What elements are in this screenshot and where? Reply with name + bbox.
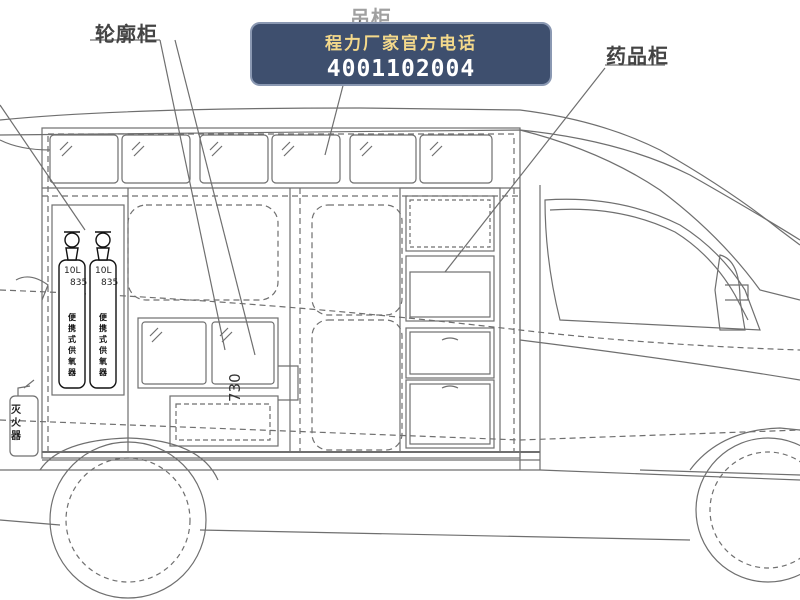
belt-line: [0, 289, 800, 351]
lower-body: [0, 469, 800, 541]
upper-body-line: [0, 129, 800, 241]
extinguisher-label: 灭火器: [11, 405, 21, 442]
banner-phone: 4001102004: [326, 56, 476, 82]
rear-wheel: [49, 441, 207, 599]
tank1-code: 835: [70, 278, 88, 288]
tank1-volume: 10L: [64, 266, 81, 276]
medicine-cabinet: [399, 187, 501, 453]
tank1-text: 便携式供氧器: [68, 313, 76, 377]
medicine-cabinet-label: 药品柜: [606, 44, 669, 68]
dimension-label: 730: [226, 373, 244, 402]
interior-frame: [41, 127, 521, 459]
top-cabinets: [49, 134, 493, 184]
phone-banner: 程力厂家官方电话 4001102004: [250, 22, 552, 86]
banner-title: 程力厂家官方电话: [325, 34, 477, 54]
roof-line: [0, 107, 800, 246]
front-wheel: [695, 437, 800, 583]
front-window: [544, 198, 761, 331]
tank2-code: 835: [101, 278, 119, 288]
extinguisher: [9, 379, 39, 457]
contour-cabinet-label: 轮廓柜: [95, 22, 158, 46]
tank-compartment: [51, 204, 125, 396]
front-wheel-arch: [689, 427, 800, 471]
tank2-volume: 10L: [95, 266, 112, 276]
tank2-text: 便携式供氧器: [99, 313, 107, 377]
contour-cabinet: [137, 317, 299, 447]
side-window-front: [549, 208, 749, 321]
bumper-line: [519, 339, 800, 381]
oxygen-tanks: [58, 231, 117, 389]
windshield: [519, 129, 800, 301]
